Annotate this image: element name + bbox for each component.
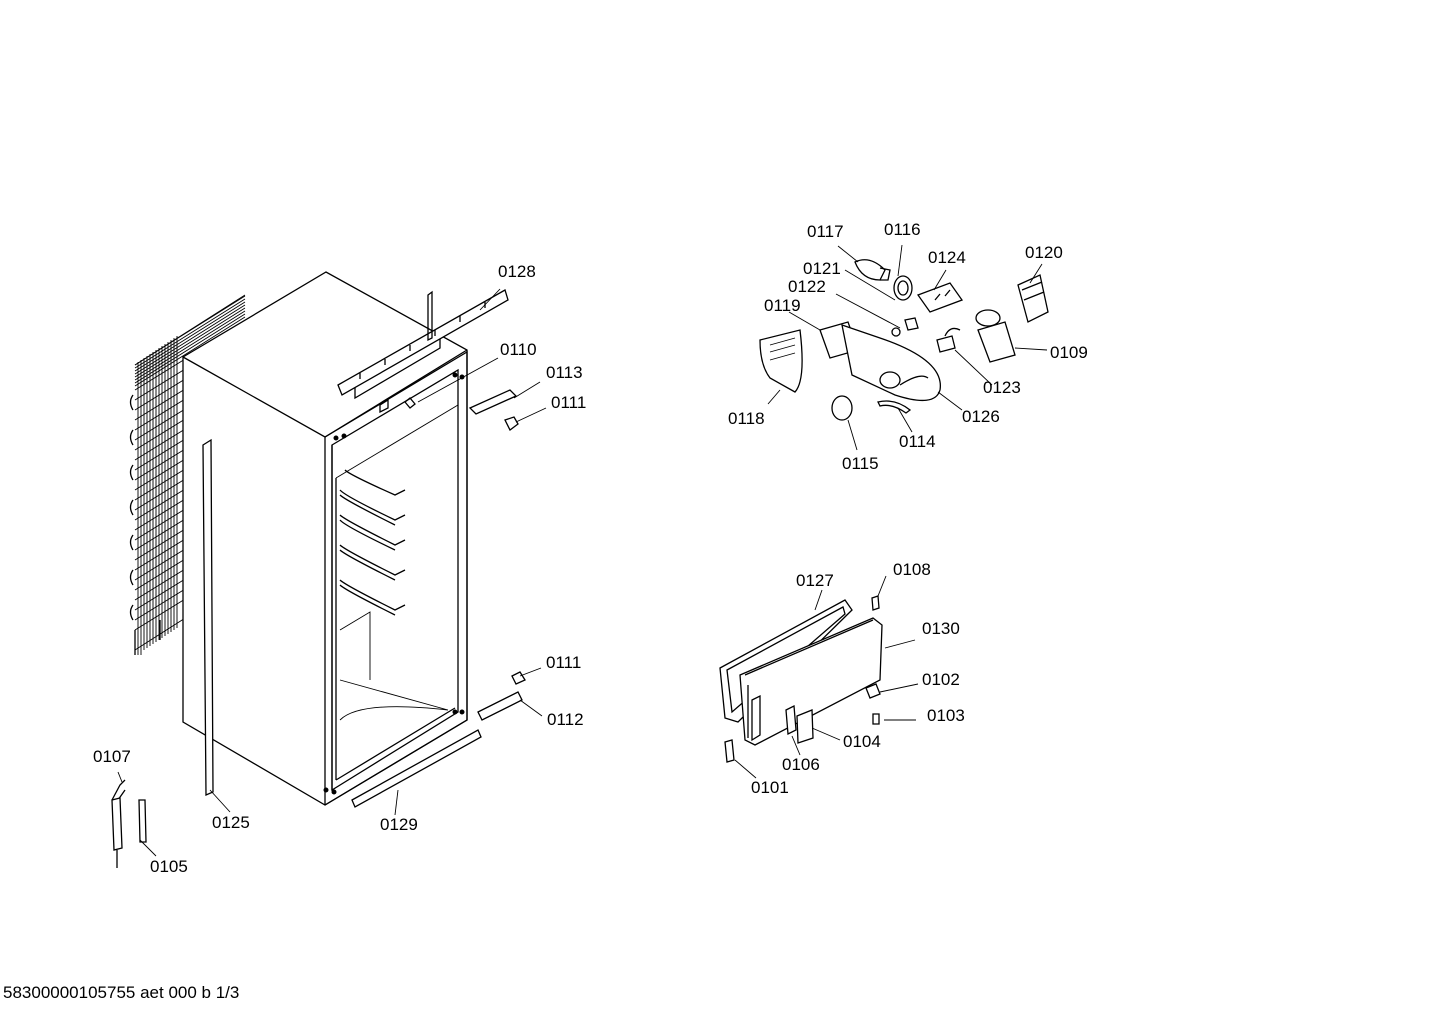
refrigerator-cabinet <box>182 271 468 806</box>
label-0129: 0129 <box>380 815 418 834</box>
top-bracket <box>337 289 509 396</box>
label-0101: 0101 <box>751 778 789 797</box>
label-0114: 0114 <box>899 432 936 451</box>
label-0111-bottom: 0111 <box>546 653 582 672</box>
label-0113: 0113 <box>546 363 583 382</box>
bottom-strip <box>351 729 482 808</box>
hinge-pin-bottom <box>511 671 526 685</box>
leader-lines-left <box>117 288 547 857</box>
thermostat-sensor <box>111 779 147 868</box>
hinge-top <box>468 389 518 415</box>
label-0117: 0117 <box>807 222 844 241</box>
gasket-strip <box>202 438 214 796</box>
label-0102: 0102 <box>922 670 960 689</box>
lamp-assembly <box>759 259 1049 421</box>
label-0118: 0118 <box>728 409 765 428</box>
label-0105: 0105 <box>150 857 188 876</box>
label-0125: 0125 <box>212 813 250 832</box>
label-0123: 0123 <box>983 378 1021 397</box>
label-0116: 0116 <box>884 220 921 239</box>
leader-lines-lamp <box>767 244 1048 451</box>
label-0112: 0112 <box>547 710 584 729</box>
label-0106: 0106 <box>782 755 820 774</box>
label-0110: 0110 <box>500 340 537 359</box>
label-0107: 0107 <box>93 747 131 766</box>
label-0108: 0108 <box>893 560 931 579</box>
label-0121: 0121 <box>803 259 841 278</box>
leader-lines-door <box>734 575 919 779</box>
label-0130: 0130 <box>922 619 960 638</box>
label-0103: 0103 <box>927 706 965 725</box>
label-0122: 0122 <box>788 277 826 296</box>
label-0127: 0127 <box>796 571 834 590</box>
label-0115: 0115 <box>842 454 879 473</box>
freezer-door-assembly <box>719 595 883 763</box>
label-0111-top: 0111 <box>551 393 587 412</box>
label-0124: 0124 <box>928 248 966 267</box>
hinge-pin-top <box>504 416 519 431</box>
label-0104: 0104 <box>843 732 881 751</box>
document-id-footer: 58300000105755 aet 000 b 1/3 <box>3 983 240 1002</box>
label-0120: 0120 <box>1025 243 1063 262</box>
label-0128: 0128 <box>498 262 536 281</box>
label-0109: 0109 <box>1050 343 1088 362</box>
label-0119: 0119 <box>764 296 801 315</box>
hinge-bottom <box>477 691 523 721</box>
label-0126: 0126 <box>962 407 1000 426</box>
